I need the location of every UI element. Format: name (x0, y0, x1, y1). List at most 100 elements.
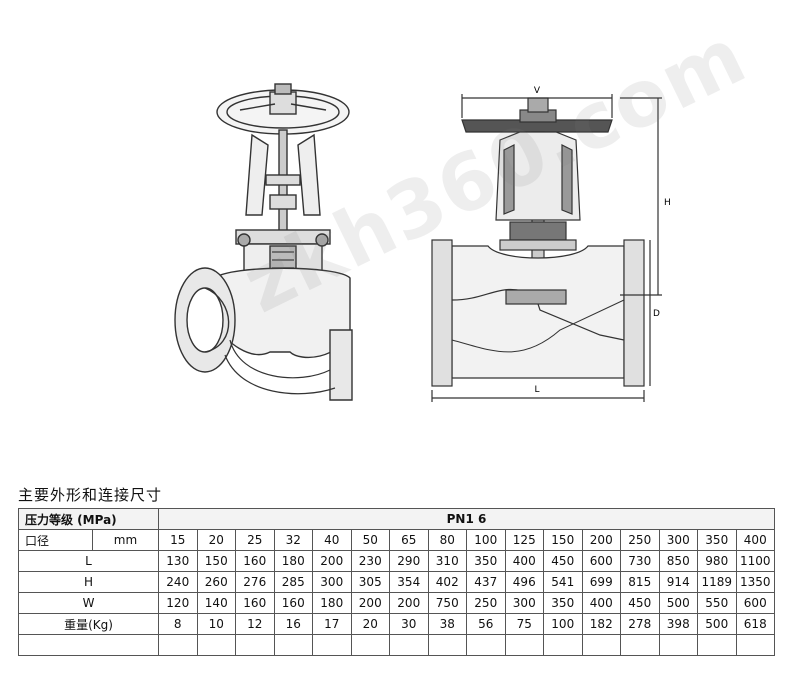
table-cell: 12 (235, 613, 275, 635)
size-cell: 125 (504, 529, 544, 551)
empty-cell (427, 634, 467, 656)
table-cell: 400 (504, 550, 544, 572)
table-cell: 1189 (697, 571, 737, 593)
table-cell: 541 (543, 571, 583, 593)
table-cell: 290 (389, 550, 429, 572)
table-cell: 150 (196, 550, 236, 572)
empty-cell (620, 634, 660, 656)
size-cell: 15 (158, 529, 198, 551)
table-cell: 354 (389, 571, 429, 593)
table-cell: 10 (196, 613, 236, 635)
table-cell: 618 (735, 613, 775, 635)
unit-label: mm (92, 529, 159, 551)
table-cell: 914 (658, 571, 698, 593)
size-cell: 25 (235, 529, 275, 551)
table-cell: 850 (658, 550, 698, 572)
pressure-label: 压力等级 (MPa) (18, 508, 159, 530)
size-cell: 40 (312, 529, 352, 551)
table-cell: 1350 (735, 571, 775, 593)
empty-cell (581, 634, 621, 656)
table-cell: 350 (543, 592, 583, 614)
empty-cell (158, 634, 198, 656)
table-cell: 402 (427, 571, 467, 593)
table-cell: 200 (389, 592, 429, 614)
empty-cell (350, 634, 390, 656)
table-cell: 1100 (735, 550, 775, 572)
table-cell: 305 (350, 571, 390, 593)
empty-cell (273, 634, 313, 656)
table-cell: 500 (697, 613, 737, 635)
table-cell: 38 (427, 613, 467, 635)
table-cell: 310 (427, 550, 467, 572)
empty-cell (697, 634, 737, 656)
table-cell: 276 (235, 571, 275, 593)
table-cell: 550 (697, 592, 737, 614)
table-cell: 140 (196, 592, 236, 614)
size-cell: 150 (543, 529, 583, 551)
table-cell: 980 (697, 550, 737, 572)
row-label: 重量(Kg) (18, 613, 159, 635)
table-cell: 180 (312, 592, 352, 614)
table-cell: 398 (658, 613, 698, 635)
table-cell: 450 (543, 550, 583, 572)
table-cell: 350 (466, 550, 506, 572)
row-label: H (18, 571, 159, 593)
table-cell: 75 (504, 613, 544, 635)
size-cell: 32 (273, 529, 313, 551)
size-cell: 200 (581, 529, 621, 551)
table-cell: 160 (235, 592, 275, 614)
table-cell: 200 (312, 550, 352, 572)
dimension-label-d: D (653, 309, 660, 319)
size-cell: 400 (735, 529, 775, 551)
empty-cell (389, 634, 429, 656)
pressure-value: PN1 6 (158, 508, 775, 530)
dimension-label-h: H (664, 198, 671, 208)
empty-cell (466, 634, 506, 656)
valve-drawings: V H D L (174, 83, 671, 402)
table-cell: 278 (620, 613, 660, 635)
size-cell: 300 (658, 529, 698, 551)
size-cell: 65 (389, 529, 429, 551)
table-cell: 182 (581, 613, 621, 635)
empty-cell (735, 634, 775, 656)
table-cell: 130 (158, 550, 198, 572)
table-cell: 200 (350, 592, 390, 614)
dimension-label-v: V (534, 86, 541, 96)
table-cell: 600 (735, 592, 775, 614)
empty-cell (312, 634, 352, 656)
table-cell: 120 (158, 592, 198, 614)
table-cell: 500 (658, 592, 698, 614)
table-cell: 8 (158, 613, 198, 635)
table-cell: 815 (620, 571, 660, 593)
size-cell: 20 (196, 529, 236, 551)
empty-cell (18, 634, 159, 656)
valve-section-drawing (431, 94, 662, 402)
table-cell: 16 (273, 613, 313, 635)
table-cell: 496 (504, 571, 544, 593)
table-cell: 160 (273, 592, 313, 614)
empty-cell (504, 634, 544, 656)
size-cell: 50 (350, 529, 390, 551)
table-cell: 20 (350, 613, 390, 635)
blank-row (18, 634, 775, 656)
dn-label: 口径 (18, 529, 93, 551)
empty-cell (235, 634, 275, 656)
size-cell: 80 (427, 529, 467, 551)
table-cell: 400 (581, 592, 621, 614)
size-cell: 250 (620, 529, 660, 551)
table-cell: 437 (466, 571, 506, 593)
table-cell: 230 (350, 550, 390, 572)
size-cell: 100 (466, 529, 506, 551)
table-cell: 600 (581, 550, 621, 572)
empty-cell (543, 634, 583, 656)
valve-cutaway-illustration (174, 83, 353, 401)
size-cell: 350 (697, 529, 737, 551)
table-cell: 450 (620, 592, 660, 614)
table-cell: 300 (312, 571, 352, 593)
table-cell: 100 (543, 613, 583, 635)
